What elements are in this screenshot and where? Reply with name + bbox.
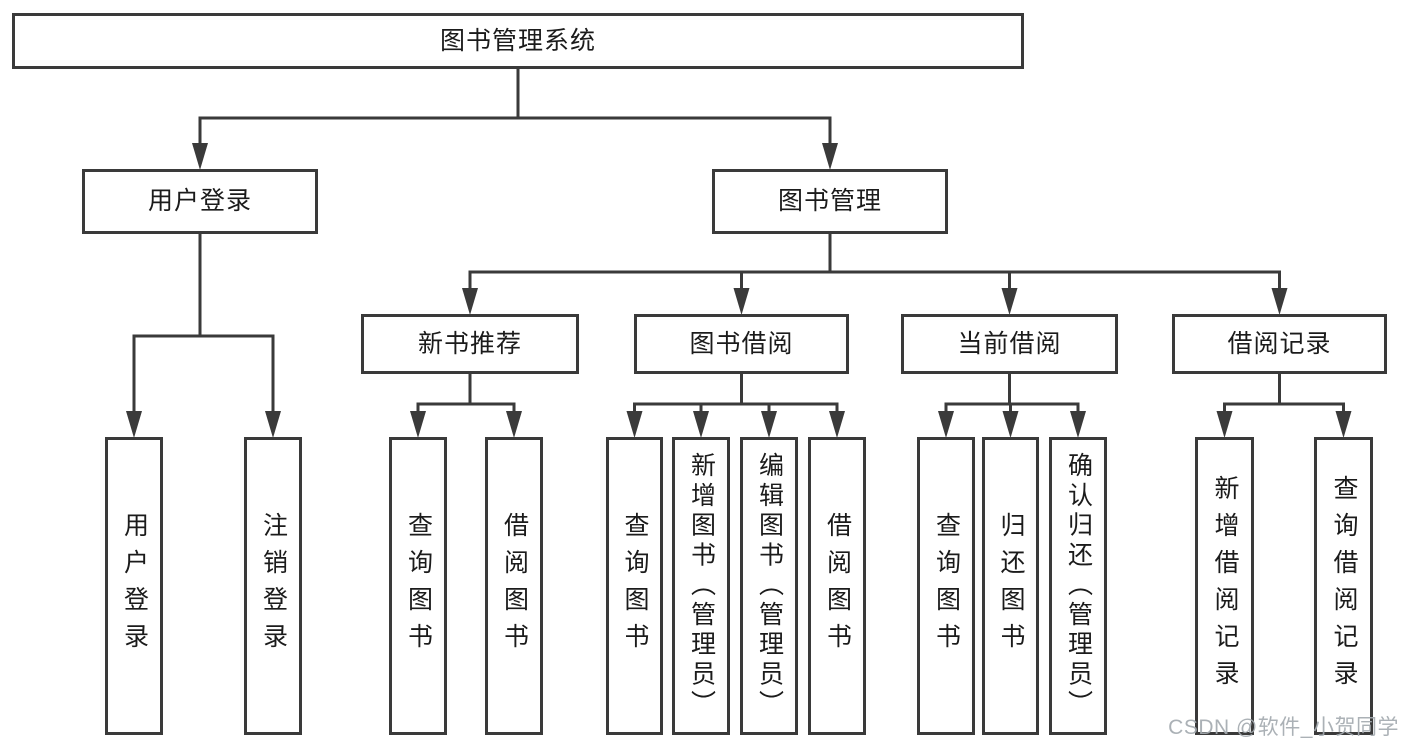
node-leaf-add-borrow-record: 新增借阅记录 — [1195, 437, 1254, 735]
arrowhead-icon — [1070, 411, 1086, 438]
arrowhead-icon — [126, 411, 142, 438]
edge-borrow — [626, 371, 845, 438]
arrowhead-icon — [693, 411, 709, 438]
arrowhead-icon — [1002, 411, 1019, 438]
arrowhead-icon — [938, 411, 954, 438]
arrowhead-icon — [1271, 288, 1288, 315]
node-book-management: 图书管理 — [712, 169, 948, 234]
node-borrowing-records: 借阅记录 — [1172, 314, 1387, 374]
edge-records — [1216, 371, 1352, 438]
arrowhead-icon — [829, 411, 845, 438]
arrowhead-icon — [733, 288, 750, 315]
arrowhead-icon — [1216, 411, 1233, 438]
arrowhead-icon — [410, 411, 426, 438]
node-leaf-user-login: 用户登录 — [105, 437, 163, 735]
arrowhead-icon — [462, 288, 478, 315]
node-leaf-query-books-1: 查询图书 — [389, 437, 447, 735]
arrowhead-icon — [1335, 411, 1352, 438]
edge-newbook — [410, 371, 522, 438]
node-current-borrowing: 当前借阅 — [901, 314, 1118, 374]
node-user-login: 用户登录 — [82, 169, 318, 234]
arrowhead-icon — [192, 143, 208, 170]
arrowhead-icon — [822, 143, 838, 170]
arrowhead-icon — [761, 411, 777, 438]
node-leaf-edit-book-admin: 编辑图书（管理员） — [740, 437, 798, 735]
arrowhead-icon — [506, 411, 522, 438]
node-book-borrowing: 图书借阅 — [634, 314, 849, 374]
edge-mgmt — [462, 231, 1288, 315]
edge-login — [126, 231, 281, 438]
node-leaf-query-borrow-record: 查询借阅记录 — [1314, 437, 1373, 735]
arrowhead-icon — [1001, 288, 1018, 315]
arrowhead-icon — [265, 411, 281, 438]
edge-root — [192, 66, 838, 170]
arrowhead-icon — [626, 411, 643, 438]
node-leaf-logout: 注销登录 — [244, 437, 302, 735]
node-leaf-return-books: 归还图书 — [982, 437, 1039, 735]
node-new-book-recommendation: 新书推荐 — [361, 314, 579, 374]
node-leaf-add-book-admin: 新增图书（管理员） — [672, 437, 730, 735]
node-leaf-query-books-2: 查询图书 — [606, 437, 663, 735]
edge-current — [938, 371, 1086, 438]
node-leaf-borrow-books-1: 借阅图书 — [485, 437, 543, 735]
node-leaf-borrow-books-2: 借阅图书 — [808, 437, 866, 735]
node-leaf-confirm-return-admin: 确认归还（管理员） — [1049, 437, 1107, 735]
node-library-system: 图书管理系统 — [12, 13, 1024, 69]
node-leaf-query-books-3: 查询图书 — [917, 437, 975, 735]
